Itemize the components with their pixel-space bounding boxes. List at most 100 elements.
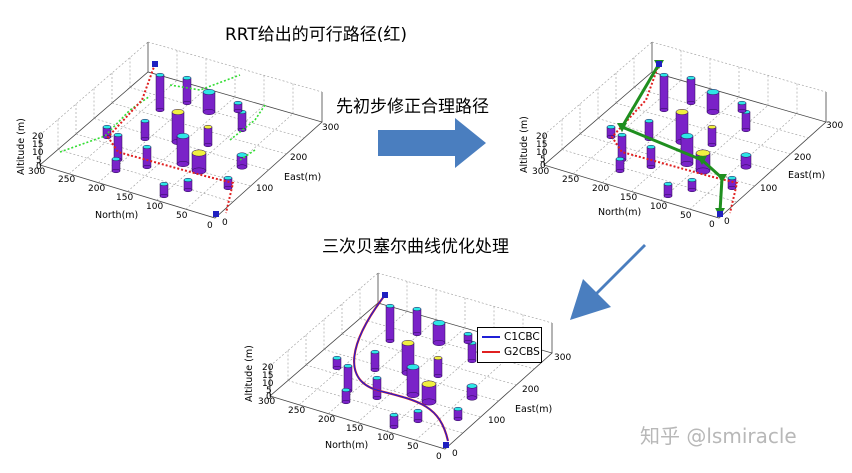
legend: C1CBC G2CBS (477, 327, 542, 363)
plot2-east-tick: 0 (724, 217, 730, 227)
obstacle-base (687, 187, 697, 193)
waypoint-marker (617, 123, 627, 132)
start-marker (656, 61, 662, 67)
obstacle-top (617, 132, 627, 138)
obstacle-top (176, 133, 190, 139)
obstacle-base (370, 367, 380, 373)
obstacle-top (406, 364, 420, 370)
obstacle-top (203, 124, 213, 130)
plot2-east-tick: 200 (794, 153, 812, 163)
plot3-north-tick: 150 (346, 424, 364, 434)
obstacle-base (372, 395, 382, 401)
plot3-north-tick: 200 (318, 415, 336, 425)
obstacle-base (332, 365, 342, 371)
obstacle-top (606, 124, 616, 130)
obstacle-base (389, 424, 399, 430)
plot-1 (39, 41, 323, 219)
rrt-path (610, 63, 739, 214)
obstacle-cylinder (176, 135, 190, 165)
obstacle-top (686, 75, 696, 81)
plot1-altitude-tick: 15 (32, 140, 44, 150)
obstacle-top (659, 72, 669, 78)
goal-marker (213, 211, 219, 217)
obstacle-cylinder (385, 305, 395, 342)
obstacle-cylinder (741, 111, 751, 131)
obstacle-base (737, 108, 747, 114)
obstacle-top (463, 331, 473, 337)
plot1-north-tick: 50 (176, 211, 188, 221)
plot1-east-label: East(m) (284, 172, 322, 183)
obstacle-top (113, 132, 123, 138)
rrt-tree-branch (59, 95, 151, 153)
obstacle-cylinder (467, 342, 477, 362)
obstacle-cylinder (140, 120, 150, 140)
plot3-east-tick: 0 (452, 449, 458, 459)
plot3-east-label: East(m) (515, 404, 553, 415)
obstacle-top (663, 181, 673, 187)
obstacle-top (727, 175, 737, 181)
plot3-east-tick: 100 (488, 416, 506, 426)
legend-label: G2CBS (504, 346, 540, 358)
grid-line (111, 102, 287, 155)
plot3-north-tick: 50 (407, 442, 419, 452)
plot2-north-tick: 150 (620, 193, 638, 203)
plot3-altitude-tick: 15 (262, 371, 274, 381)
rrt-tree-branch (169, 74, 241, 91)
obstacle-top (707, 124, 717, 130)
plot2-east-tick: 100 (760, 184, 778, 194)
plot2-north-tick: 300 (532, 167, 550, 177)
obstacle-cylinder (155, 74, 165, 111)
obstacle-top (687, 177, 697, 183)
caption-bezier: 三次贝塞尔曲线优化处理 (322, 237, 509, 257)
obstacle-cylinder (646, 146, 656, 168)
obstacle-top (421, 380, 437, 388)
waypoint-marker (697, 156, 707, 165)
plot1-altitude-tick: 20 (32, 132, 44, 142)
arrow-right-icon (378, 118, 486, 168)
plot2-altitude-label: Altitude (m) (519, 116, 530, 173)
obstacle-base (233, 108, 243, 114)
plot2-altitude-tick: 5 (540, 155, 546, 165)
plot2-north-tick: 100 (650, 202, 668, 212)
plot1-east-tick: 300 (322, 123, 340, 133)
plot2-north-tick: 200 (592, 184, 610, 194)
obstacle-top (343, 363, 353, 369)
obstacle-cylinder (706, 91, 720, 113)
plot3-altitude-tick: 5 (266, 386, 272, 396)
plot3-east-tick: 200 (522, 385, 540, 395)
arrow-down-left-icon (570, 244, 662, 320)
obstacle-cylinder (707, 126, 717, 146)
obstacle-cylinder (372, 377, 382, 399)
obstacle-top (740, 152, 752, 158)
obstacle-base (615, 168, 625, 174)
obstacle-base (182, 100, 192, 106)
plot1-east-tick: 200 (290, 153, 308, 163)
waypoint-marker (717, 174, 727, 183)
obstacle-cylinder (202, 91, 216, 113)
obstacle-base (646, 164, 656, 170)
obstacle-top (644, 118, 654, 124)
obstacle-top (432, 320, 446, 326)
obstacle-top (466, 383, 478, 389)
watermark: 知乎 @lsmiracle (640, 424, 797, 448)
obstacle-top (385, 303, 395, 309)
plot1-north-tick: 250 (58, 175, 76, 185)
obstacle-base (740, 164, 752, 170)
start-marker (152, 61, 158, 67)
obstacle-top (675, 109, 689, 115)
obstacle-base (406, 392, 420, 398)
bezier-c1cbc-curve (353, 294, 449, 442)
plot1-north-tick: 100 (146, 202, 164, 212)
obstacle-base (191, 167, 207, 175)
goal-marker (717, 211, 723, 217)
grid-line (561, 149, 737, 203)
plot3-north-tick: 300 (258, 397, 276, 407)
obstacle-top (412, 306, 422, 312)
plot3-north-tick: 250 (288, 406, 306, 416)
obstacle-base (202, 109, 216, 115)
plot2-north-tick: 0 (709, 220, 715, 230)
obstacle-cylinder (203, 126, 213, 146)
obstacle-top (182, 75, 192, 81)
plot1-north-tick: 0 (207, 221, 213, 231)
